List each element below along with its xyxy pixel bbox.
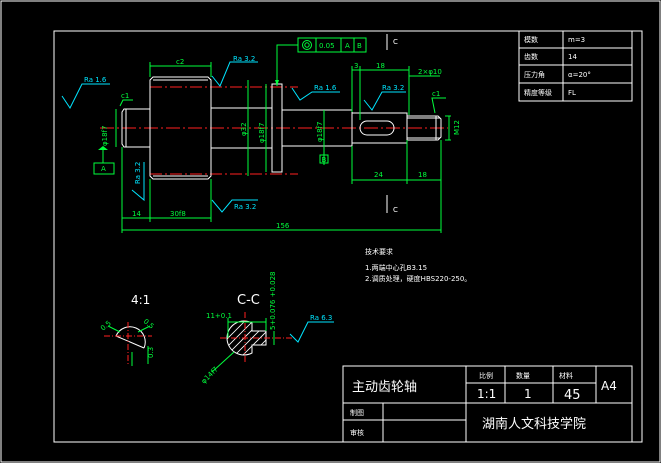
checked-by-label: 审核 xyxy=(350,428,364,437)
qty-value: 1 xyxy=(524,387,532,401)
param-value-pressure-angle: α=20° xyxy=(568,71,591,79)
svg-text:Ra 3.2: Ra 3.2 xyxy=(234,203,256,211)
roughness-4: Ra 3.2 xyxy=(363,84,406,111)
param-label-pressure-angle: 压力角 xyxy=(524,70,545,79)
dim-24: 24 xyxy=(374,171,383,179)
dim-c1-left: c1 xyxy=(121,92,129,100)
dim-m12: M12 xyxy=(453,120,461,135)
param-label-accuracy: 精度等级 xyxy=(524,88,552,97)
section-cut-marks: C C xyxy=(386,34,398,214)
detail-dim-1: 0.5 xyxy=(99,319,113,332)
title-block: 主动齿轮轴 比例 数量 材料 1:1 1 45 A4 制图 审核 湖南人文科技学… xyxy=(342,365,633,443)
param-value-accuracy: FL xyxy=(568,89,576,97)
datum-a-symbol: A xyxy=(101,165,106,173)
detail-view: 4:1 0.5 0.5 0.3 xyxy=(99,293,155,366)
roughness-7: Ra 6.3 xyxy=(289,314,334,343)
drawn-by-label: 制图 xyxy=(350,408,364,417)
dim-14: 14 xyxy=(132,210,141,218)
param-value-teeth: 14 xyxy=(568,53,577,61)
tolerance-datum-a: A xyxy=(345,42,350,50)
gear-params-table: 模数 m=3 齿数 14 压力角 α=20° 精度等级 FL xyxy=(518,30,633,102)
dim-156: 156 xyxy=(276,222,290,230)
material-value: 45 xyxy=(564,388,581,403)
dim-18-top: 18 xyxy=(376,62,385,70)
section-c-top: C xyxy=(393,38,398,46)
dim-dia-gear: φ32 xyxy=(240,122,248,136)
keyway-slot xyxy=(359,120,395,136)
roughness-1: Ra 1.6 xyxy=(61,76,110,109)
dim-3: 3 xyxy=(354,62,358,70)
section-dim-dia: φ14f7 xyxy=(200,365,220,385)
material-header: 材料 xyxy=(559,371,573,380)
scale-header: 比例 xyxy=(479,371,493,380)
gear-body xyxy=(149,76,212,180)
detail-scale-label: 4:1 xyxy=(131,293,150,307)
tech-requirements: 技术要求 1.两端中心孔B3.15 2.调质处理，硬度HBS220-250。 xyxy=(365,247,471,283)
tech-heading: 技术要求 xyxy=(365,247,393,256)
section-label: C-C xyxy=(237,293,260,308)
dim-dia-left: φ18f7 xyxy=(101,126,109,146)
section-cc-view: C-C 11+0.1 5+0.076 +0.028 φ14f7 xyxy=(200,272,292,385)
sheet-size: A4 xyxy=(601,379,617,393)
svg-text:Ra 1.6: Ra 1.6 xyxy=(84,76,107,84)
dim-30f8: 30f8 xyxy=(170,210,186,218)
detail-dim-3: 0.3 xyxy=(147,347,155,358)
scale-value: 1:1 xyxy=(477,387,496,401)
tech-item-2: 2.调质处理，硬度HBS220-250。 xyxy=(365,274,471,283)
datum-b-symbol: B xyxy=(322,156,327,164)
param-label-module: 模数 xyxy=(524,35,538,44)
qty-header: 数量 xyxy=(516,371,530,380)
svg-text:Ra 1.6: Ra 1.6 xyxy=(314,84,337,92)
geometric-tolerance-frame: 0.05 A B xyxy=(275,37,367,86)
svg-text:Ra 3.2: Ra 3.2 xyxy=(233,55,255,63)
svg-text:Ra 6.3: Ra 6.3 xyxy=(310,314,332,322)
svg-text:Ra 3.2: Ra 3.2 xyxy=(382,84,404,92)
roughness-2: Ra 3.2 xyxy=(211,55,258,87)
tolerance-datum-b: B xyxy=(357,42,362,50)
dim-dia-mid: φ18f7 xyxy=(258,123,266,143)
dim-dia-right: φ18f7 xyxy=(316,122,324,142)
roughness-5: Ra 3.2 xyxy=(131,162,145,202)
part-name: 主动齿轮轴 xyxy=(352,380,417,395)
svg-text:Ra 3.2: Ra 3.2 xyxy=(134,162,142,184)
shaft-main-view xyxy=(100,76,448,180)
dim-2x-phi10: 2×φ10 xyxy=(418,68,442,76)
param-label-teeth: 齿数 xyxy=(524,52,538,61)
inner-drawing-frame xyxy=(53,30,643,443)
section-c-bottom: C xyxy=(393,206,398,214)
dim-18-bottom: 18 xyxy=(418,171,427,179)
school-name: 湖南人文科技学院 xyxy=(482,416,586,432)
tech-item-1: 1.两端中心孔B3.15 xyxy=(365,263,427,272)
roughness-6: Ra 3.2 xyxy=(211,199,258,213)
roughness-symbols: Ra 1.6 Ra 3.2 Ra 1.6 Ra 3.2 Ra 3.2 Ra 3.… xyxy=(61,55,406,343)
dim-c2: c2 xyxy=(176,58,184,66)
tolerance-value: 0.05 xyxy=(319,42,335,50)
dimension-lines: c2 c1 c1 3 18 2×φ10 φ18f7 φ32 φ18f7 φ18f… xyxy=(93,58,461,233)
dim-c1-right: c1 xyxy=(432,90,440,98)
section-dim-top: 11+0.1 xyxy=(206,312,232,320)
roughness-3: Ra 1.6 xyxy=(291,84,340,101)
section-dim-right: 5+0.076 +0.028 xyxy=(269,272,277,331)
param-value-module: m=3 xyxy=(568,36,585,44)
